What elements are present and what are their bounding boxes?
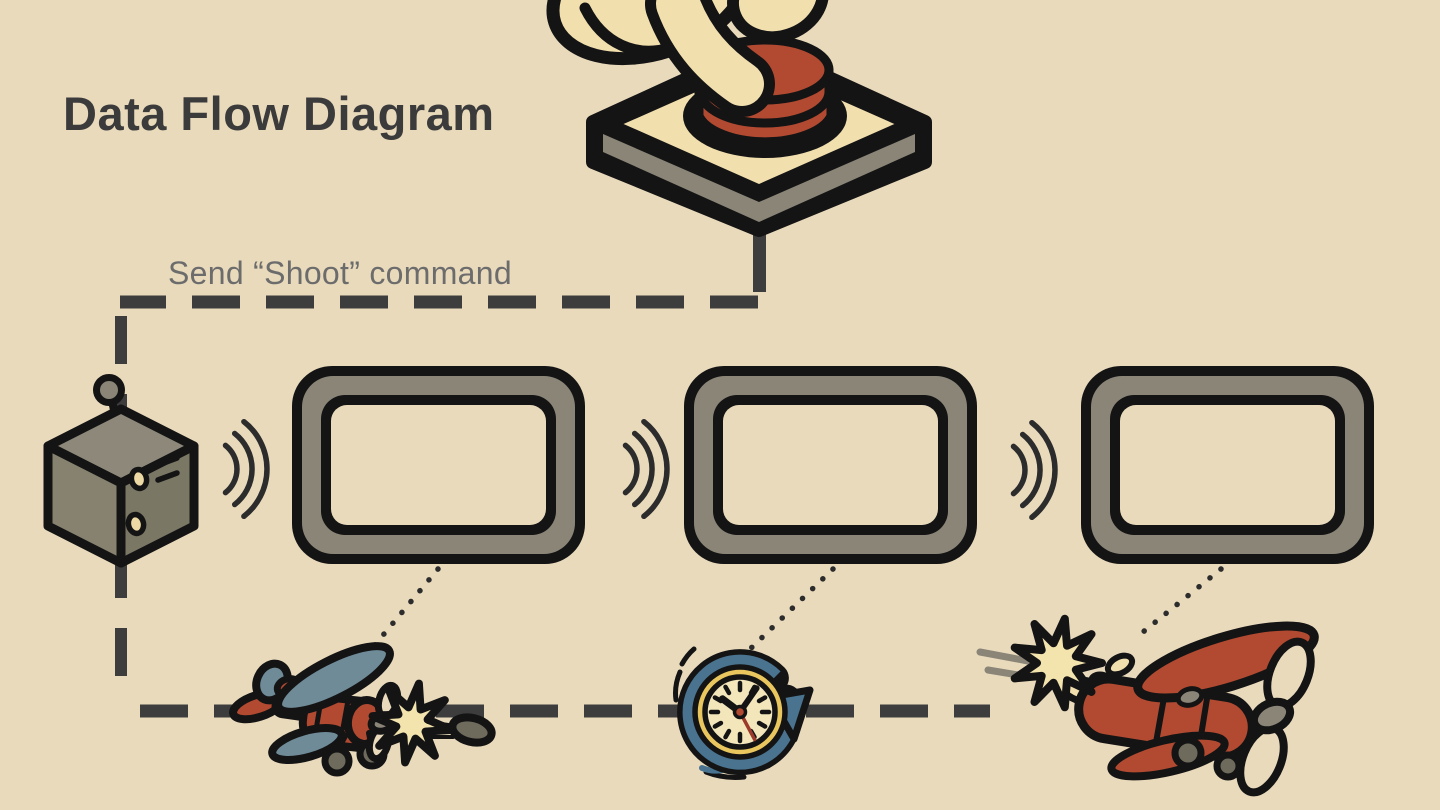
explosion-star [1010, 614, 1106, 712]
screen-1-icon [292, 366, 585, 564]
lower-wing [268, 724, 346, 764]
propeller-hub [1249, 697, 1295, 735]
knuckle-line [579, 2, 676, 57]
plane-shooting-icon [229, 642, 496, 777]
button-base-side [603, 134, 915, 222]
page-title: Data Flow Diagram [63, 87, 495, 140]
bullet [448, 713, 496, 747]
plane-hit-icon [976, 614, 1319, 797]
hand-icon [546, 0, 829, 117]
motion-dashes [673, 646, 793, 780]
button-stem-line [753, 226, 766, 292]
wheel [321, 745, 353, 777]
push-button-icon [546, 0, 932, 237]
signal-waves-icon [1014, 423, 1055, 518]
transmitter-vents [155, 455, 180, 483]
transmitter-light [128, 466, 150, 492]
command-label: Send “Shoot” command [168, 255, 512, 291]
cockpit [1175, 686, 1205, 708]
screen-3-icon [1081, 366, 1374, 564]
upper-wing [1133, 621, 1319, 703]
screen1-event-dotted-line [371, 566, 441, 649]
arrow-ring [682, 654, 798, 770]
event-connectors [371, 566, 1224, 655]
upper-wing [274, 642, 394, 716]
signal-waves-icon [626, 422, 667, 517]
signal-waves-icon [226, 422, 267, 517]
antenna-ball [93, 374, 125, 406]
wheel [1171, 736, 1205, 770]
timer-clock-icon [673, 646, 814, 780]
radio-transmitter-icon [43, 374, 199, 568]
screen-2-icon [684, 366, 977, 564]
muzzle-flash [368, 679, 456, 767]
tail-piece [1104, 652, 1136, 678]
folded-fingers [727, 0, 829, 44]
index-finger [656, 0, 764, 106]
wheel [1213, 751, 1243, 781]
clock-center [732, 704, 748, 720]
screen3-event-dotted-line [1140, 566, 1224, 635]
screen2-event-dotted-line [744, 566, 836, 655]
transmitter-light [125, 511, 147, 537]
